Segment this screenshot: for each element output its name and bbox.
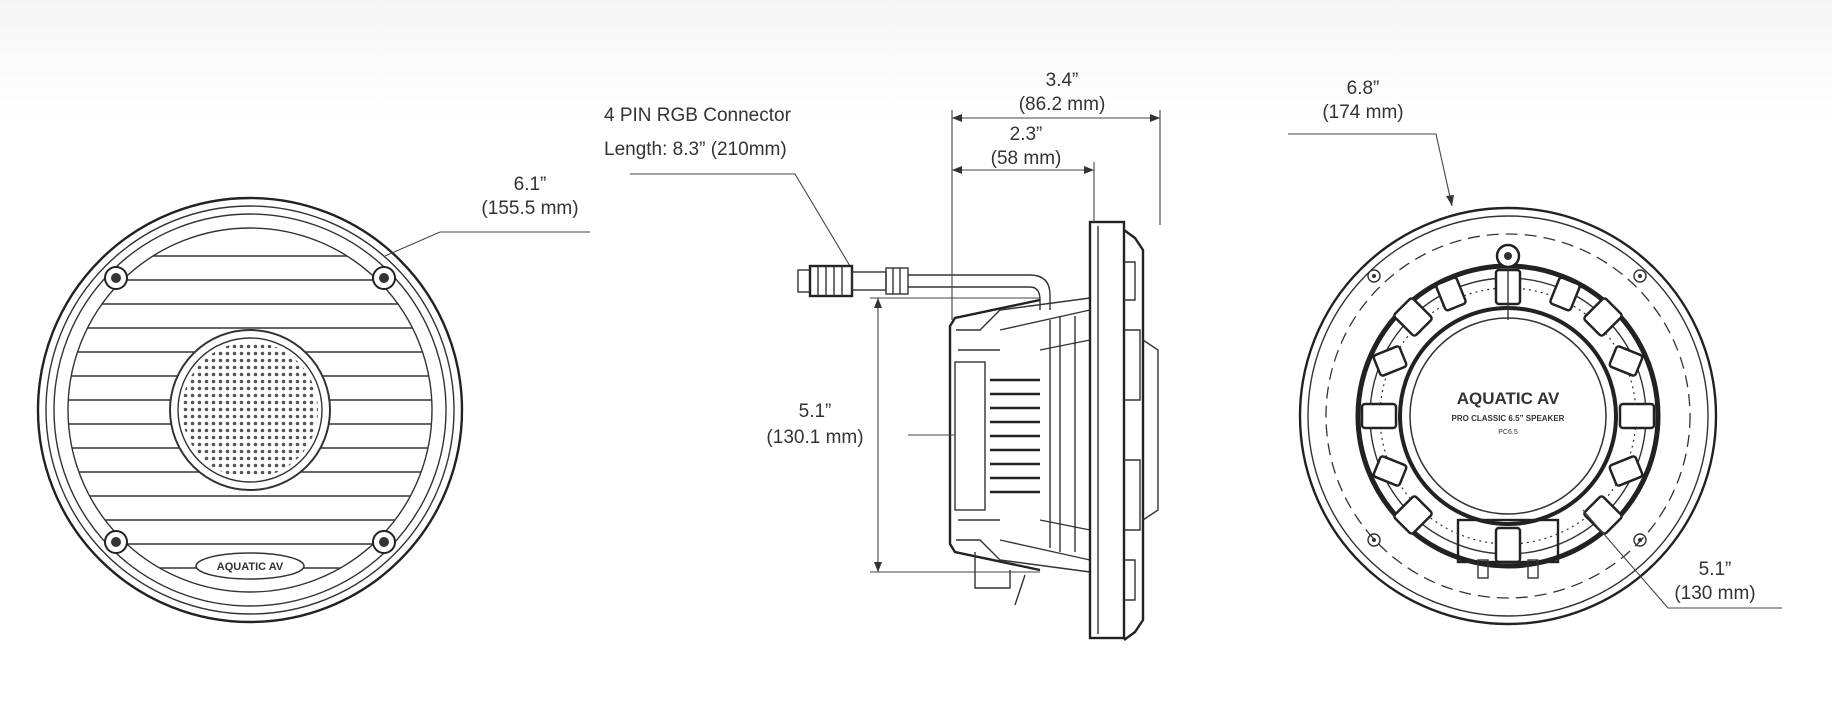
connector-length: Length: 8.3” (210mm) bbox=[604, 139, 787, 160]
back-brand: AQUATIC AV bbox=[1457, 389, 1560, 408]
back-cutout-mm: (130 mm) bbox=[1674, 583, 1755, 604]
front-outer-ring bbox=[36, 196, 464, 624]
back-cutout-dimension: 5.1” (130 mm) bbox=[1582, 509, 1782, 609]
height-inches: 5.1” bbox=[799, 401, 832, 422]
back-outer-inches: 6.8” bbox=[1347, 78, 1380, 99]
back-part: PC6.5 bbox=[1498, 429, 1518, 436]
front-screws bbox=[104, 266, 396, 554]
depth-total-inches: 3.4” bbox=[1046, 70, 1079, 91]
front-view: AQUATIC AV bbox=[36, 196, 464, 624]
height-dimension: 5.1” (130.1 mm) bbox=[766, 297, 1040, 573]
depth-mount-dimension: 2.3” (58 mm) bbox=[952, 124, 1095, 222]
depth-total-dimension: 3.4” (86.2 mm) bbox=[951, 70, 1161, 320]
back-view: AQUATIC AV PRO CLASSIC 6.5” SPEAKER PC6.… bbox=[1298, 206, 1718, 626]
height-mm: (130.1 mm) bbox=[766, 427, 863, 448]
rgb-connector bbox=[797, 264, 1051, 310]
front-diameter-dimension: 6.1” (155.5 mm) bbox=[384, 174, 590, 257]
front-diameter-mm: (155.5 mm) bbox=[481, 198, 578, 219]
depth-total-mm: (86.2 mm) bbox=[1019, 94, 1106, 115]
connector-label: 4 PIN RGB Connector bbox=[604, 105, 792, 126]
terminal-block bbox=[1456, 518, 1560, 579]
back-outer-mm: (174 mm) bbox=[1322, 102, 1403, 123]
speaker-flange bbox=[1088, 220, 1159, 641]
back-model: PRO CLASSIC 6.5” SPEAKER bbox=[1452, 414, 1565, 423]
back-mount-holes bbox=[1367, 269, 1647, 547]
back-outer-dimension: 6.8” (174 mm) bbox=[1288, 78, 1454, 207]
speaker-basket bbox=[948, 297, 1091, 606]
back-cutout-inches: 5.1” bbox=[1699, 559, 1732, 580]
front-diameter-inches: 6.1” bbox=[514, 174, 547, 195]
depth-mount-mm: (58 mm) bbox=[991, 148, 1062, 169]
back-outer-ring bbox=[1298, 206, 1718, 626]
tweeter-mesh bbox=[182, 342, 318, 478]
front-logo: AQUATIC AV bbox=[217, 561, 284, 573]
cutout-circle bbox=[1325, 233, 1691, 599]
side-view: 4 PIN RGB Connector Length: 8.3” (210mm) bbox=[604, 70, 1161, 641]
basket-spokes bbox=[1360, 268, 1656, 564]
depth-mount-inches: 2.3” bbox=[1010, 124, 1043, 145]
